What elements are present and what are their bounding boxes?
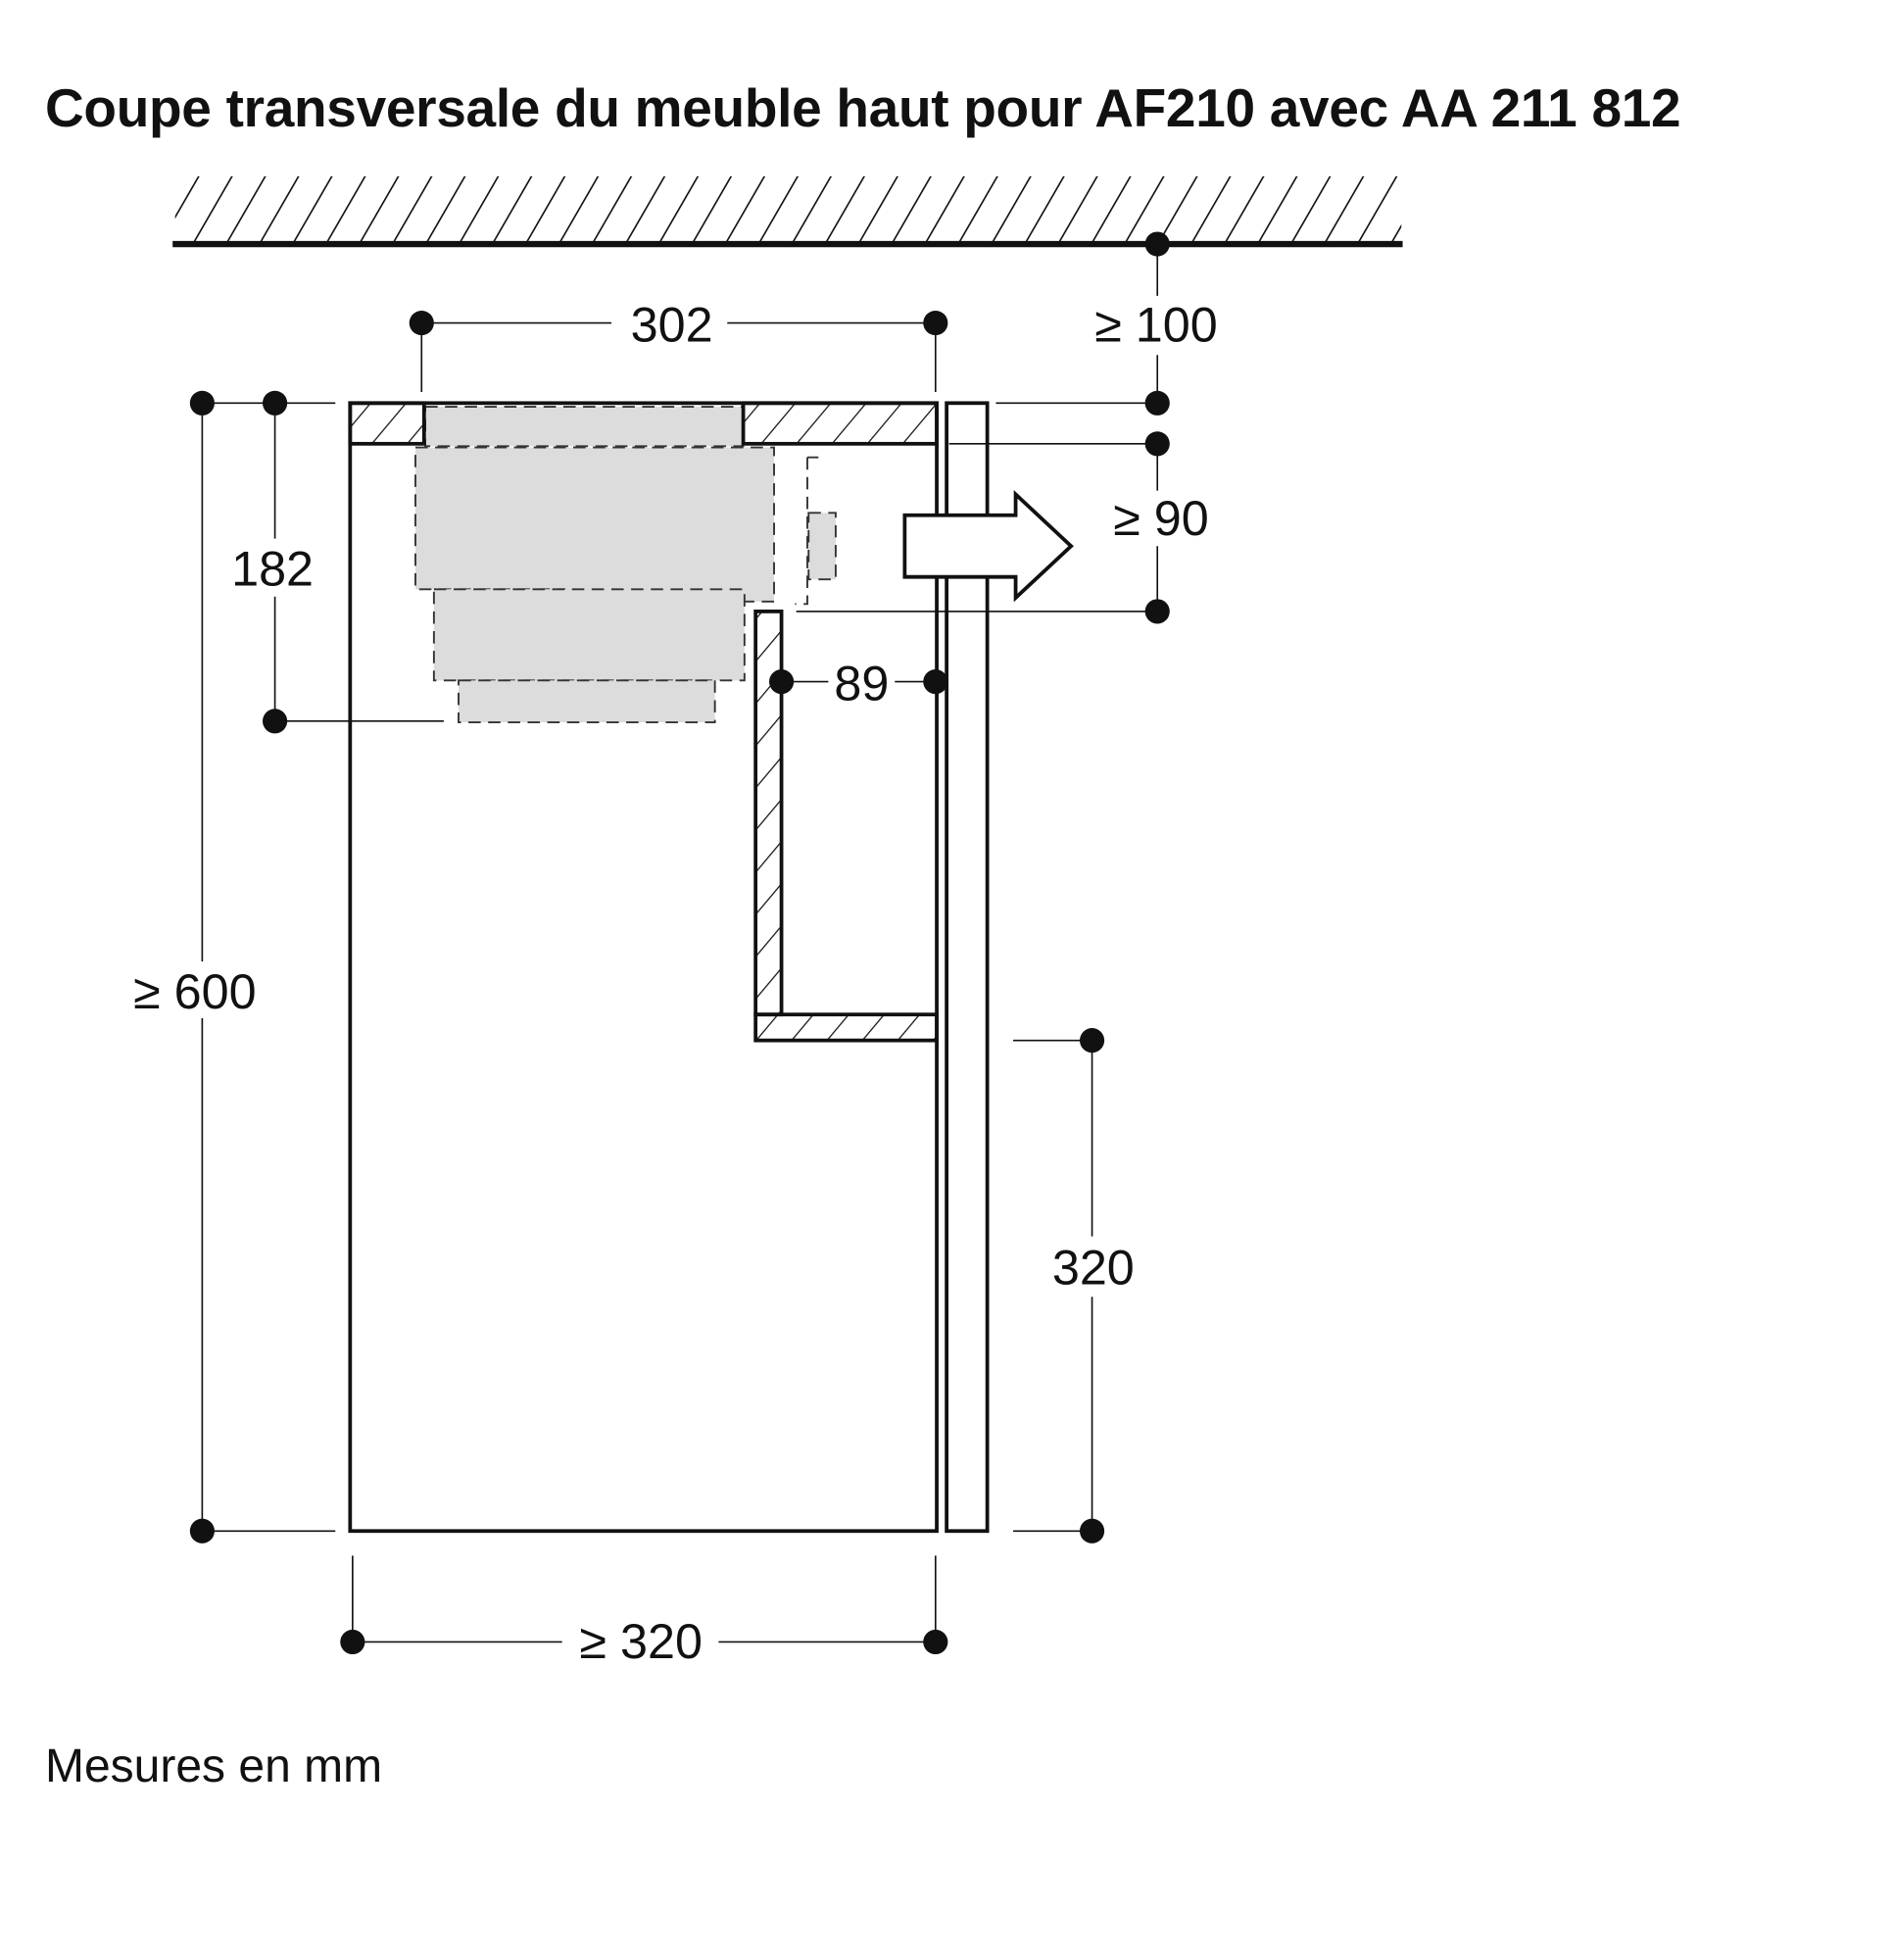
dim-inner-depth: 89: [834, 655, 889, 710]
dim-ceiling-gap: ≥ 100: [1094, 296, 1218, 352]
cabinet-door: [945, 401, 990, 1534]
diagram-title: Coupe transversale du meuble haut pour A…: [45, 77, 1681, 138]
dim-outlet-gap: ≥ 90: [1113, 490, 1209, 546]
appliance-outline: [414, 406, 837, 724]
dim-cabinet-depth: ≥ 320: [579, 1613, 702, 1669]
dim-cabinet-height: ≥ 600: [133, 963, 256, 1019]
dimension-lines: [201, 244, 1159, 1643]
dimension-dots: [189, 231, 1170, 1655]
dim-top-width: 302: [631, 296, 713, 352]
dim-door-height: 320: [1052, 1240, 1135, 1296]
ceiling: [172, 175, 1403, 248]
airflow-arrow-icon: [902, 490, 1074, 603]
units-note: Mesures en mm: [45, 1740, 383, 1792]
dim-appliance-height: 182: [231, 540, 314, 596]
